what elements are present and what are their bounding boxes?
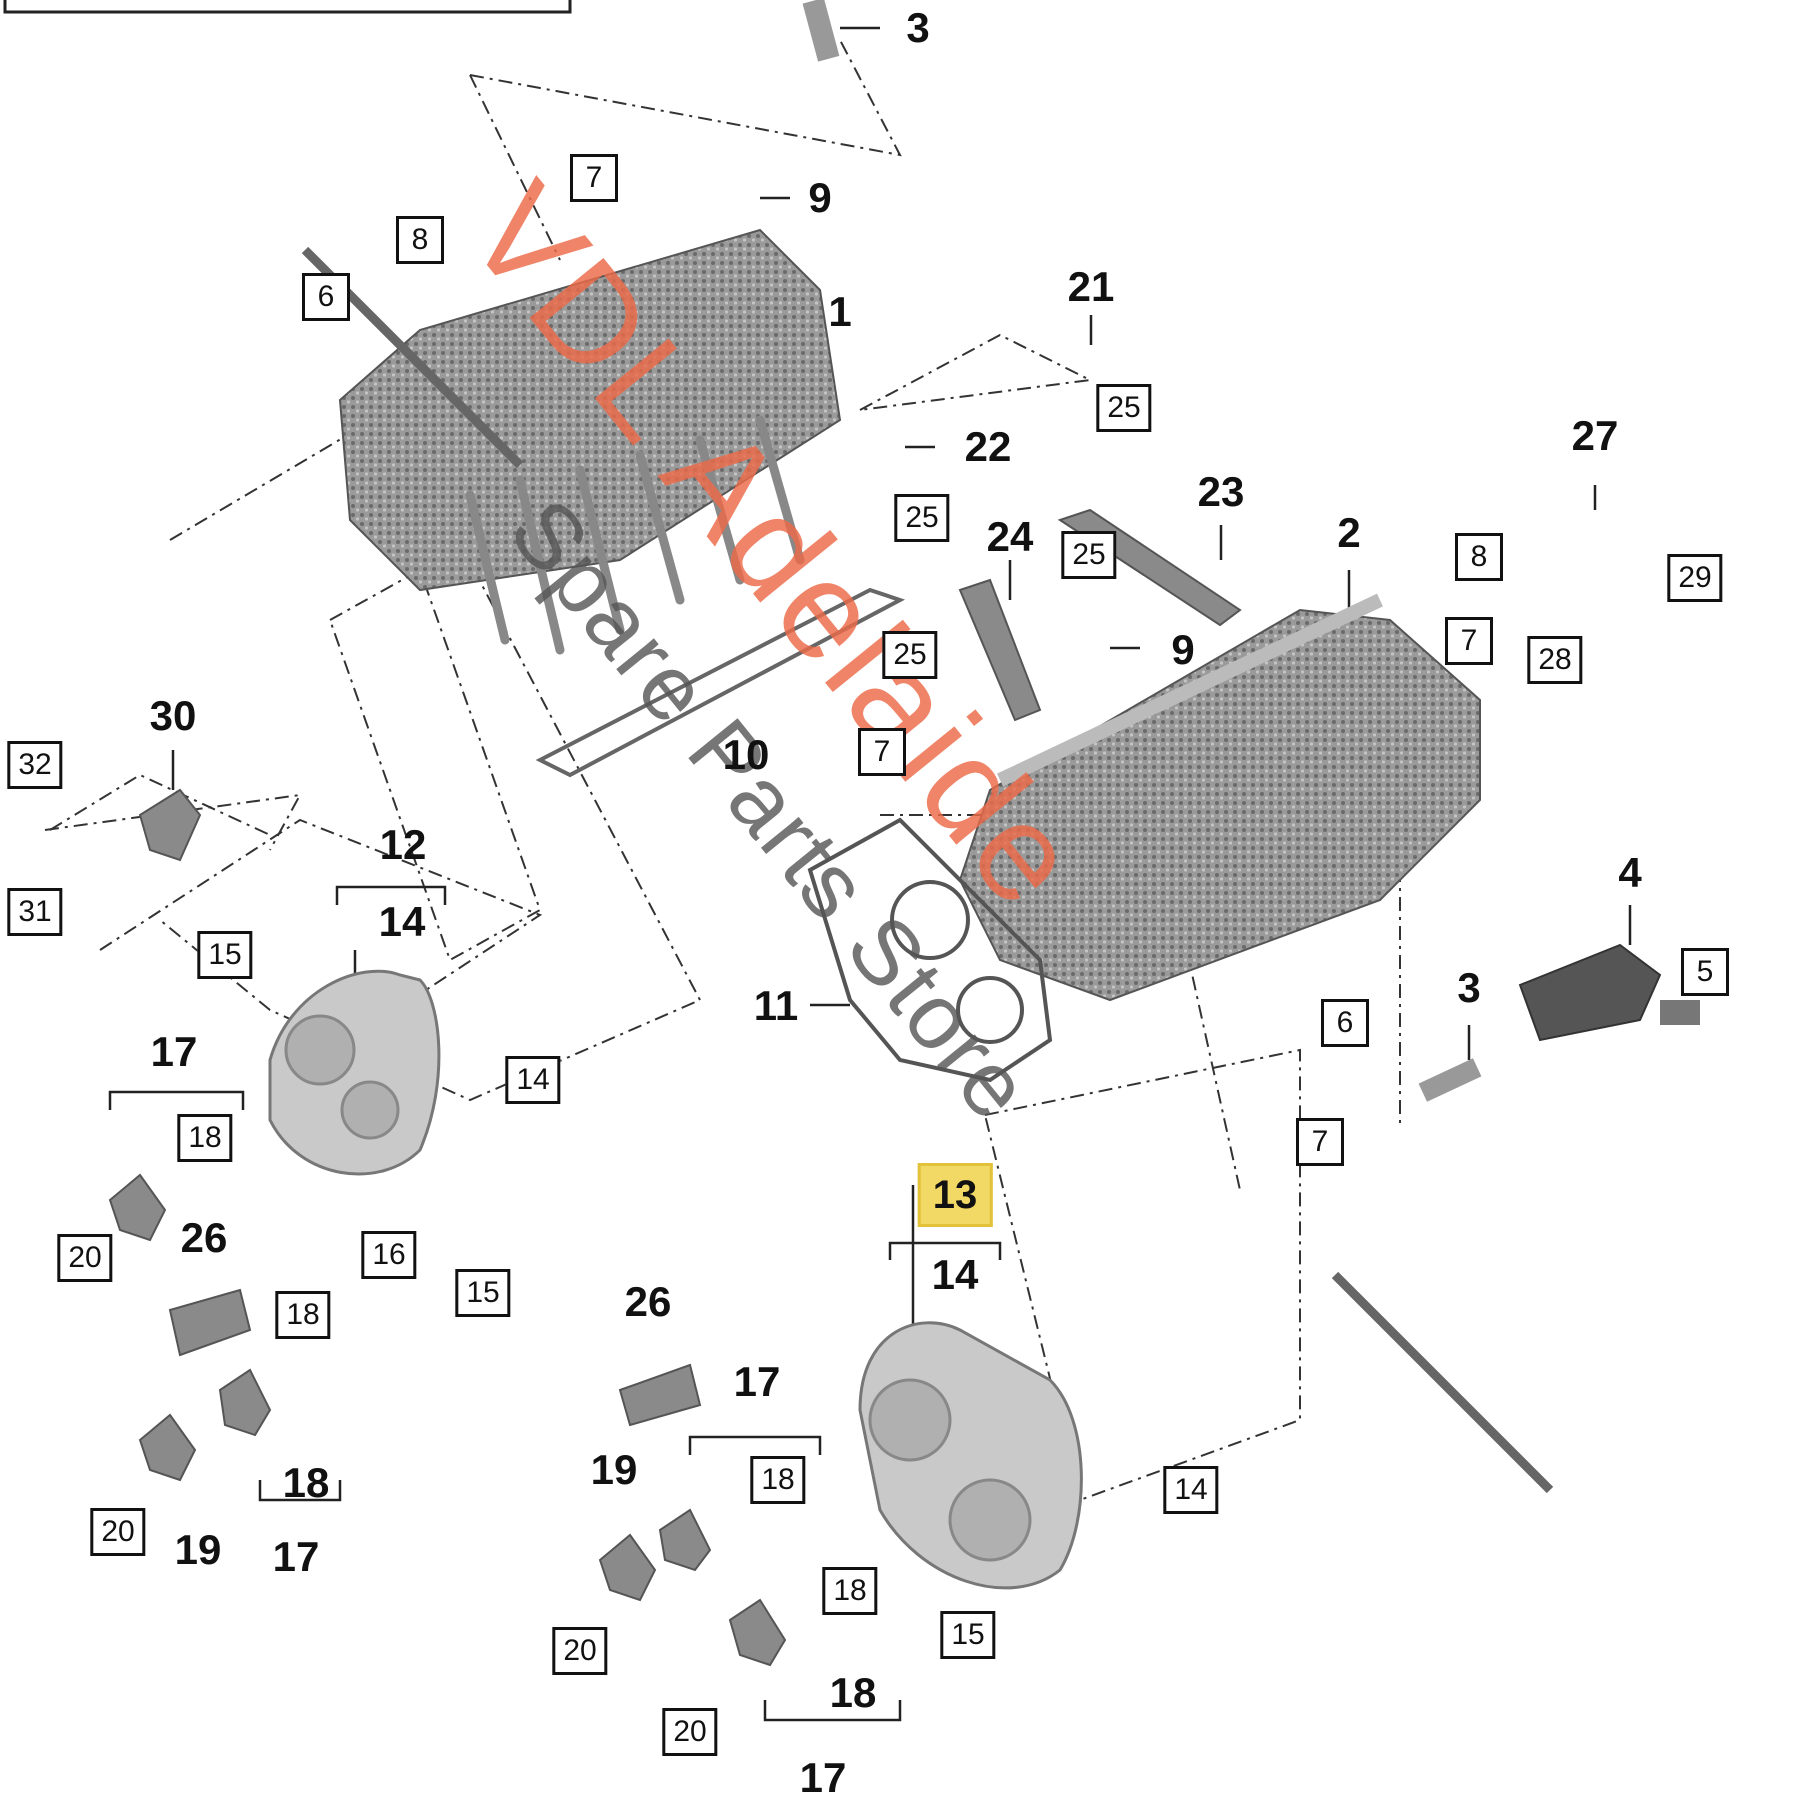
rocker-arm: [728, 1598, 787, 1667]
watermark-bar: [1331, 1271, 1554, 1494]
part-callout-4[interactable]: 4: [1618, 849, 1642, 896]
group-outline-lower-right: [984, 1048, 1301, 1502]
spark-plug: [802, 0, 840, 62]
part-callout-27[interactable]: 27: [1571, 412, 1619, 459]
part-callout-13-highlighted[interactable]: 13: [917, 1163, 993, 1227]
part-callout-20[interactable]: 20: [90, 1508, 146, 1556]
group-outline-head-left: [469, 39, 902, 157]
part-callout-21[interactable]: 21: [1067, 263, 1115, 310]
part-callout-19[interactable]: 19: [174, 1526, 222, 1573]
bracket: [763, 1700, 902, 1722]
part-callout-25[interactable]: 25: [1096, 384, 1152, 432]
cylinder-head-right: [958, 593, 1481, 1002]
part-callout-1[interactable]: 1: [828, 288, 852, 335]
part-callout-9[interactable]: 9: [1171, 626, 1195, 673]
oil-pipe: [958, 578, 1042, 722]
group-outline-head-left: [469, 74, 561, 261]
part-callout-25[interactable]: 25: [882, 631, 938, 679]
part-callout-17[interactable]: 17: [799, 1754, 847, 1801]
part-callout-17[interactable]: 17: [272, 1533, 320, 1580]
part-callout-8[interactable]: 8: [1455, 533, 1503, 581]
part-callout-26[interactable]: 26: [624, 1278, 672, 1325]
part-callout-18[interactable]: 18: [177, 1114, 233, 1162]
group-outline-rocker: [49, 773, 271, 836]
part-callout-14[interactable]: 14: [931, 1251, 979, 1298]
valve-cover-gasket: [535, 587, 906, 778]
part-callout-6[interactable]: 6: [1321, 999, 1369, 1047]
part-callout-19[interactable]: 19: [590, 1446, 638, 1493]
rocker-arm: [138, 1413, 197, 1482]
part-callout-20[interactable]: 20: [662, 1708, 718, 1756]
bracket: [108, 1090, 245, 1110]
part-callout-14[interactable]: 14: [1163, 1466, 1219, 1514]
part-callout-25[interactable]: 25: [894, 494, 950, 542]
cylinder-head-left: [338, 228, 842, 655]
part-callout-2[interactable]: 2: [1337, 509, 1361, 556]
part-callout-16[interactable]: 16: [361, 1231, 417, 1279]
tappet: [618, 1363, 702, 1427]
frame-edge: [3, 0, 572, 14]
part-callout-7[interactable]: 7: [1296, 1118, 1344, 1166]
part-callout-29[interactable]: 29: [1667, 554, 1723, 602]
part-callout-14[interactable]: 14: [505, 1056, 561, 1104]
part-callout-24[interactable]: 24: [986, 513, 1034, 560]
group-outline-rocker: [44, 793, 302, 851]
part-callout-7[interactable]: 7: [858, 728, 906, 776]
part-callout-20[interactable]: 20: [552, 1627, 608, 1675]
part-callout-11[interactable]: 11: [753, 982, 799, 1029]
part-callout-22[interactable]: 22: [964, 423, 1012, 470]
part-callout-15[interactable]: 15: [197, 931, 253, 979]
bracket: [688, 1435, 822, 1455]
part-callout-17[interactable]: 17: [733, 1358, 781, 1405]
part-callout-31[interactable]: 31: [7, 888, 63, 936]
part-callout-5[interactable]: 5: [1681, 948, 1729, 996]
part-callout-32[interactable]: 32: [7, 741, 63, 789]
ignition-coil: [1518, 943, 1700, 1042]
bracket: [258, 1480, 342, 1502]
part-callout-18[interactable]: 18: [822, 1567, 878, 1615]
part-callout-18[interactable]: 18: [750, 1456, 806, 1504]
camshaft-housing-left: [268, 969, 441, 1176]
rocker-arm: [218, 1368, 272, 1437]
part-callout-26[interactable]: 26: [180, 1214, 228, 1261]
part-callout-17[interactable]: 17: [150, 1028, 198, 1075]
part-callout-15[interactable]: 15: [940, 1611, 996, 1659]
part-callout-9[interactable]: 9: [808, 174, 832, 221]
bracket: [888, 1241, 1002, 1260]
camshaft-housing-right: [858, 1321, 1083, 1590]
bracket: [335, 885, 447, 905]
part-callout-10[interactable]: 10: [722, 731, 770, 778]
part-callout-7[interactable]: 7: [1445, 617, 1493, 665]
group-outline-lower-left: [329, 568, 542, 962]
part-callout-28[interactable]: 28: [1527, 636, 1583, 684]
part-callout-6[interactable]: 6: [302, 273, 350, 321]
part-callout-3[interactable]: 3: [906, 4, 930, 51]
part-callout-12[interactable]: 12: [379, 821, 427, 868]
part-callout-23[interactable]: 23: [1197, 468, 1245, 515]
head-gasket: [807, 817, 1053, 1083]
tappet: [168, 1288, 252, 1357]
spark-plug: [1418, 1058, 1482, 1102]
part-callout-18[interactable]: 18: [275, 1291, 331, 1339]
rocker-arm: [138, 788, 202, 862]
part-callout-8[interactable]: 8: [396, 216, 444, 264]
part-callout-7[interactable]: 7: [570, 154, 618, 202]
group-outline-right-head: [1179, 919, 1241, 1191]
part-callout-30[interactable]: 30: [149, 692, 197, 739]
part-callout-25[interactable]: 25: [1061, 531, 1117, 579]
part-callout-20[interactable]: 20: [57, 1234, 113, 1282]
part-callout-18[interactable]: 18: [829, 1669, 877, 1716]
rocker-arm: [658, 1508, 712, 1572]
part-callout-3[interactable]: 3: [1457, 964, 1481, 1011]
part-callout-14[interactable]: 14: [378, 898, 426, 945]
part-callout-15[interactable]: 15: [455, 1269, 511, 1317]
group-outline-top-right: [859, 333, 1094, 411]
group-outline-left-cam: [99, 818, 543, 1041]
rocker-arm: [598, 1533, 657, 1602]
part-callout-18[interactable]: 18: [282, 1459, 330, 1506]
rocker-arm: [108, 1173, 167, 1242]
